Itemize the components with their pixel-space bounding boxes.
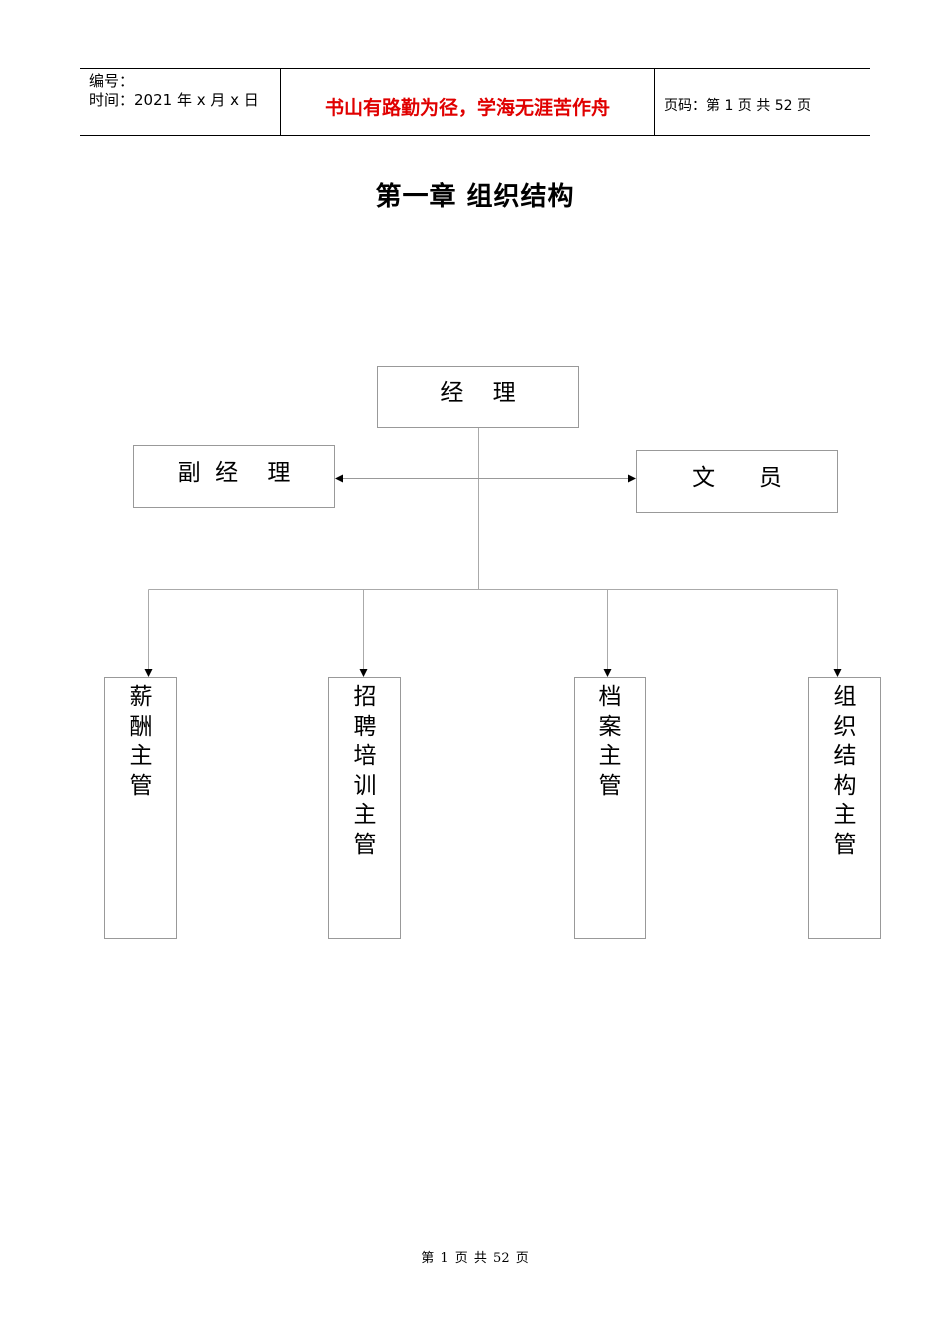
deputy-manager-label: 副 经 理 [177, 460, 291, 486]
subordinate-label-organization: 组织结构主管 [833, 684, 857, 858]
header-meta-cell: 编号： 时间：2021 年 x 月 x 日 [80, 69, 281, 135]
subordinate-box-recruitment [328, 677, 401, 939]
header-motto: 书山有路勤为径，学海无涯苦作舟 [324, 97, 610, 119]
subordinate-box-organization [808, 677, 881, 939]
deputy-manager-box [133, 445, 335, 508]
subordinate-box-salary [104, 677, 177, 939]
document-number-label: 编号： [89, 72, 135, 90]
header-page-info: 页码：第 1 页 共 52 页 [664, 98, 811, 114]
page-footer: 第 1 页 共 52 页 [421, 1251, 529, 1266]
subordinate-box-archive [574, 677, 646, 939]
subordinate-label-recruitment: 招聘培训主管 [353, 684, 377, 858]
document-date-label: 时间：2021 年 x 月 x 日 [89, 91, 259, 109]
manager-label: 经 理 [440, 380, 516, 406]
clerk-label: 文 员 [692, 465, 782, 491]
chapter-title: 第一章 组织结构 [375, 182, 575, 212]
clerk-box [636, 450, 838, 513]
header-page-cell: 页码：第 1 页 共 52 页 [655, 69, 870, 135]
subordinate-label-salary: 薪酬主管 [129, 684, 153, 799]
manager-box [377, 366, 579, 428]
subordinate-label-archive: 档案主管 [598, 684, 622, 799]
header-motto-cell: 书山有路勤为径，学海无涯苦作舟 [281, 69, 655, 135]
page-header: 编号： 时间：2021 年 x 月 x 日 书山有路勤为径，学海无涯苦作舟 页码… [80, 68, 870, 136]
